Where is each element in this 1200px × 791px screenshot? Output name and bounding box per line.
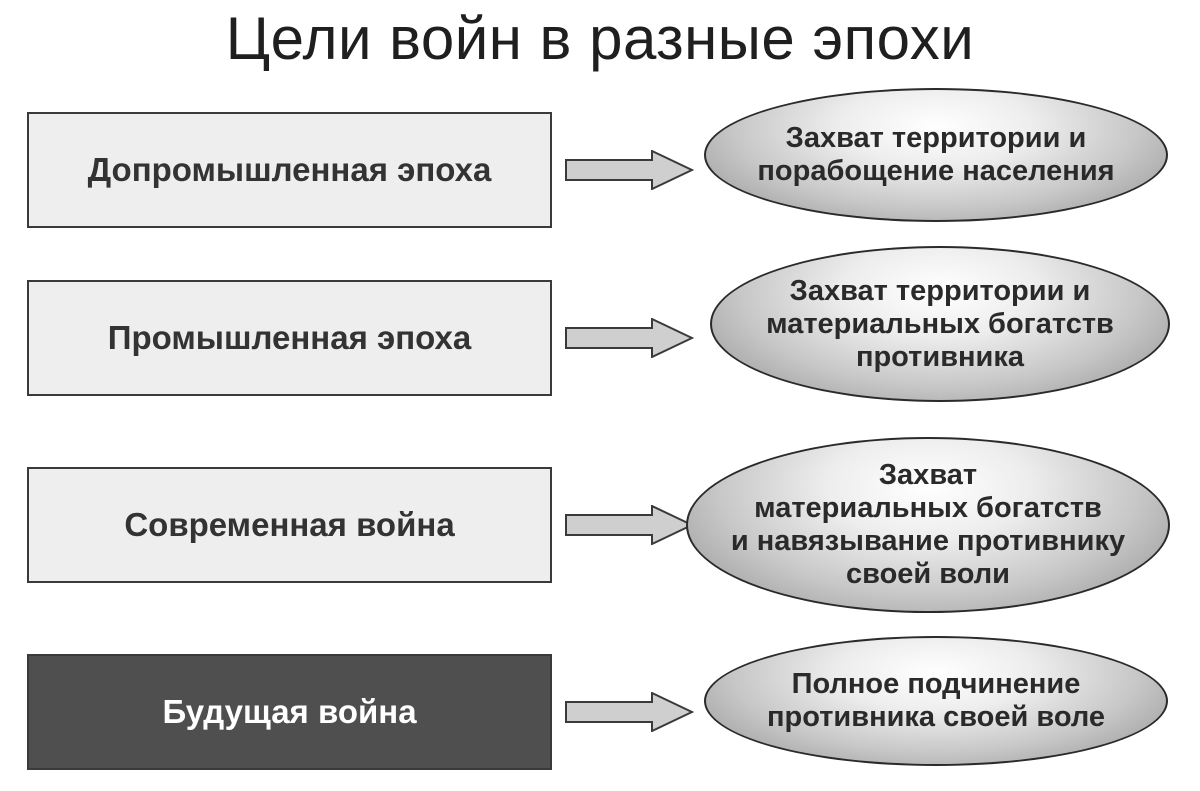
goal-ellipse: Захват территории и материальных богатст… — [710, 246, 1170, 402]
arrow-icon — [565, 150, 694, 190]
goal-ellipse: Захват материальных богатств и навязыван… — [686, 437, 1170, 613]
era-box: Современная война — [27, 467, 552, 583]
era-box: Допромышленная эпоха — [27, 112, 552, 228]
arrow-icon — [565, 692, 694, 732]
goal-text: Захват материальных богатств и навязыван… — [730, 459, 1126, 590]
goal-text: Захват территории и порабощение населени… — [757, 122, 1115, 187]
goal-text: Полное подчинение противника своей воле — [766, 668, 1106, 733]
arrow-icon — [565, 505, 694, 545]
era-box: Будущая война — [27, 654, 552, 770]
goal-ellipse: Захват территории и порабощение населени… — [704, 88, 1168, 222]
era-box: Промышленная эпоха — [27, 280, 552, 396]
diagram-title: Цели войн в разные эпохи — [225, 5, 975, 72]
goal-text: Захват территории и материальных богатст… — [766, 274, 1114, 373]
goal-ellipse: Полное подчинение противника своей воле — [704, 636, 1168, 766]
arrow-icon — [565, 318, 694, 358]
